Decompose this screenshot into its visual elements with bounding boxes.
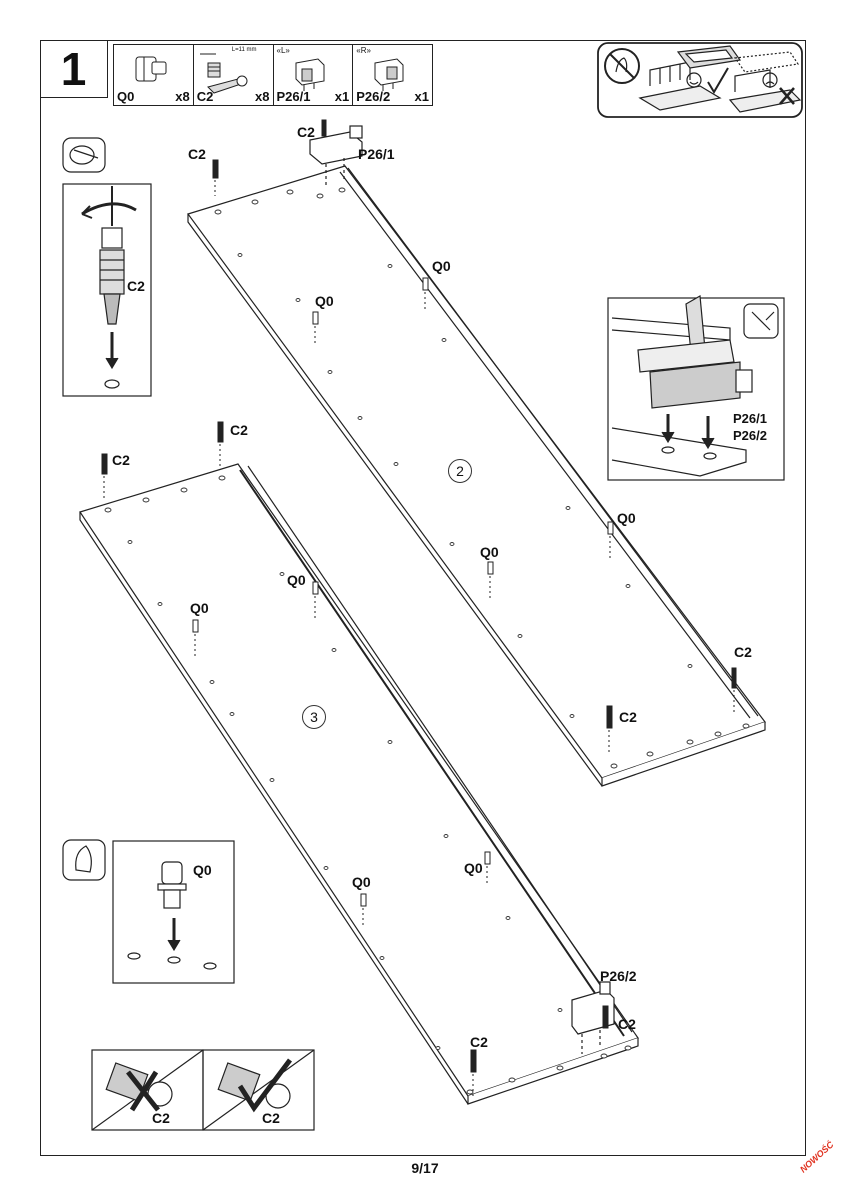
label-c2: C2 (112, 452, 130, 468)
part-dimension: L=11 mm (231, 47, 257, 53)
label-c2: C2 (188, 146, 206, 162)
press-inset (62, 839, 235, 984)
label-c2: C2 (230, 422, 248, 438)
dowel-mark (312, 311, 319, 325)
cam-bolt-mark (606, 705, 613, 729)
x-mark-icon (779, 87, 795, 105)
label-q0: Q0 (432, 258, 451, 274)
panel-3 (79, 463, 639, 1105)
dowel-mark (312, 581, 319, 595)
label-c2: C2 (470, 1034, 488, 1050)
part-qty: x8 (255, 89, 270, 104)
part-qty: x1 (414, 89, 429, 104)
part-qty: x1 (334, 89, 350, 104)
cam-bolt-mark (602, 1005, 609, 1029)
screw-inset (62, 183, 152, 397)
hand-press-icon (62, 839, 106, 881)
part-code: Q0 (117, 89, 135, 104)
label-q0: Q0 (617, 510, 636, 526)
cam-bolt-mark (101, 453, 108, 475)
panel-number: 3 (302, 705, 326, 729)
step-number: 1 (40, 40, 108, 98)
part-code: P26/1 (276, 89, 311, 104)
label-c2: C2 (127, 278, 145, 294)
wrong-orientation (91, 1049, 204, 1131)
panel-number: 2 (448, 459, 472, 483)
panel-2 (187, 165, 766, 787)
label-c2: C2 (262, 1110, 280, 1126)
part-q0: Q0 x8 (114, 45, 194, 105)
dowel-mark (487, 561, 494, 575)
dowel-mark (422, 277, 429, 291)
instruction-frame (40, 40, 806, 1156)
dowel-mark (607, 521, 614, 535)
cam-bolt-mark (470, 1049, 477, 1073)
check-icon (707, 67, 729, 94)
cam-bolt-mark (212, 159, 219, 179)
cam-bolt-mark (731, 667, 737, 689)
label-q0: Q0 (480, 544, 499, 560)
correct-orientation (202, 1049, 315, 1131)
parts-list: Q0 x8 L=11 mm C2 x8 «L» P26/1 x1 (113, 44, 433, 106)
label-c2: C2 (619, 709, 637, 725)
dowel-icon (135, 56, 167, 82)
dowel-mark (360, 893, 367, 907)
part-p26-2: «R» P26/2 x1 (353, 45, 432, 105)
tape-icon (62, 137, 106, 173)
label-q0: Q0 (315, 293, 334, 309)
label-q0: Q0 (193, 862, 212, 878)
part-tag: «R» (356, 46, 371, 55)
connector-p26-1 (309, 125, 363, 188)
sad-icon (762, 72, 778, 88)
label-c2: C2 (618, 1016, 636, 1032)
hand-no-icon (604, 48, 640, 84)
part-code: P26/2 (356, 89, 391, 104)
dowel-mark (192, 619, 199, 633)
screwdriver-icon (81, 186, 137, 226)
label-q0: Q0 (464, 860, 483, 876)
label-q0: Q0 (287, 572, 306, 588)
cam-bolt-icon (199, 53, 248, 94)
label-q0: Q0 (352, 874, 371, 890)
dowel-mark (484, 851, 491, 865)
label-q0: Q0 (190, 600, 209, 616)
label-c2: C2 (297, 124, 315, 140)
part-p26-1: «L» P26/1 x1 (274, 45, 354, 105)
part-qty: x8 (175, 89, 190, 104)
smile-icon (686, 72, 702, 88)
part-tag: «L» (276, 46, 290, 55)
label-p26-2: P26/2 (733, 428, 767, 443)
label-p26-1: P26/1 (358, 146, 395, 162)
connector-left-icon (295, 58, 324, 91)
label-p26-2: P26/2 (600, 968, 637, 984)
label-p26-1: P26/1 (733, 411, 767, 426)
part-c2: L=11 mm C2 x8 (194, 45, 274, 105)
page-number: 9/17 (411, 1160, 439, 1176)
part-code: C2 (196, 89, 214, 104)
care-instruction-box (597, 42, 803, 118)
cam-bolt-mark (321, 119, 327, 137)
hammer-inset (607, 295, 785, 481)
label-c2: C2 (734, 644, 752, 660)
cam-bolt-mark (217, 421, 224, 443)
label-c2: C2 (152, 1110, 170, 1126)
hammer-icon (743, 303, 779, 339)
connector-right-icon (374, 58, 404, 91)
